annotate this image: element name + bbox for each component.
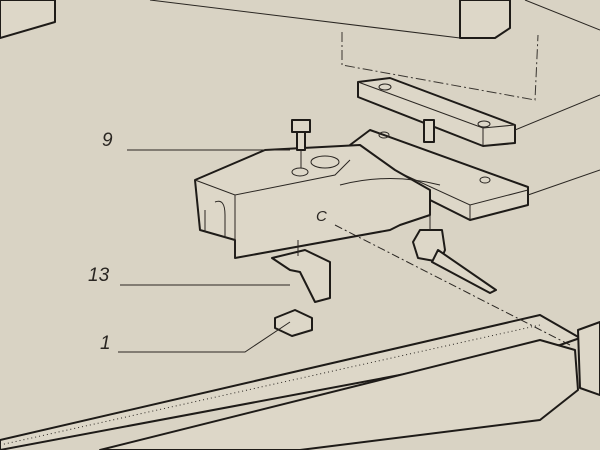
callout-9: 9	[102, 130, 113, 151]
main-block	[194, 144, 441, 259]
top-housing	[149, 0, 600, 39]
pad-1	[274, 309, 313, 337]
upper-plate	[357, 77, 600, 147]
callout-13: 13	[88, 265, 110, 286]
top-left-housing	[0, 0, 56, 39]
bracket-13	[271, 240, 331, 303]
leader-lines	[118, 149, 571, 353]
screw-9	[291, 119, 311, 168]
reference-letter-c: C	[316, 208, 327, 225]
callout-1: 1	[100, 333, 111, 354]
phantom-outline	[341, 32, 539, 101]
adjust-pin	[412, 210, 497, 294]
scale-bar	[0, 314, 600, 450]
